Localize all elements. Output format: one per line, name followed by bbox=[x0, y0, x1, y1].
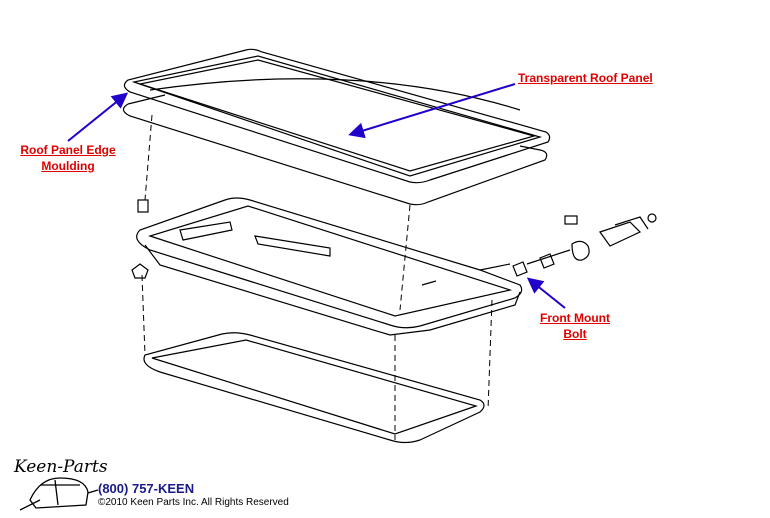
weatherstrip-seal bbox=[143, 332, 485, 444]
alignment-lines bbox=[141, 114, 493, 440]
front-mount-hardware bbox=[131, 199, 657, 286]
label-line: Front Mount bbox=[540, 311, 610, 325]
arrow-edge-moulding bbox=[67, 92, 129, 142]
label-roof-panel-edge-moulding[interactable]: Roof Panel Edge Moulding bbox=[16, 143, 120, 173]
keen-parts-logo: Keen-Parts bbox=[13, 457, 108, 511]
phone-number: (800) 757-KEEN bbox=[98, 481, 195, 496]
arrow-front-mount-bolt bbox=[526, 277, 566, 309]
transparent-roof-panel bbox=[122, 78, 548, 206]
label-line: Roof Panel Edge bbox=[20, 143, 116, 157]
svg-text:Keen-Parts: Keen-Parts bbox=[13, 457, 108, 477]
callout-arrows bbox=[67, 83, 566, 309]
label-transparent-roof-panel[interactable]: Transparent Roof Panel bbox=[518, 71, 653, 85]
copyright: ©2010 Keen Parts Inc. All Rights Reserve… bbox=[98, 497, 289, 508]
arrow-transparent-roof-panel bbox=[348, 83, 516, 139]
label-line: Moulding bbox=[41, 159, 95, 173]
roof-frame bbox=[136, 197, 523, 336]
edge-moulding bbox=[123, 48, 551, 184]
label-front-mount-bolt[interactable]: Front Mount Bolt bbox=[535, 311, 615, 341]
label-line: Bolt bbox=[563, 327, 587, 341]
